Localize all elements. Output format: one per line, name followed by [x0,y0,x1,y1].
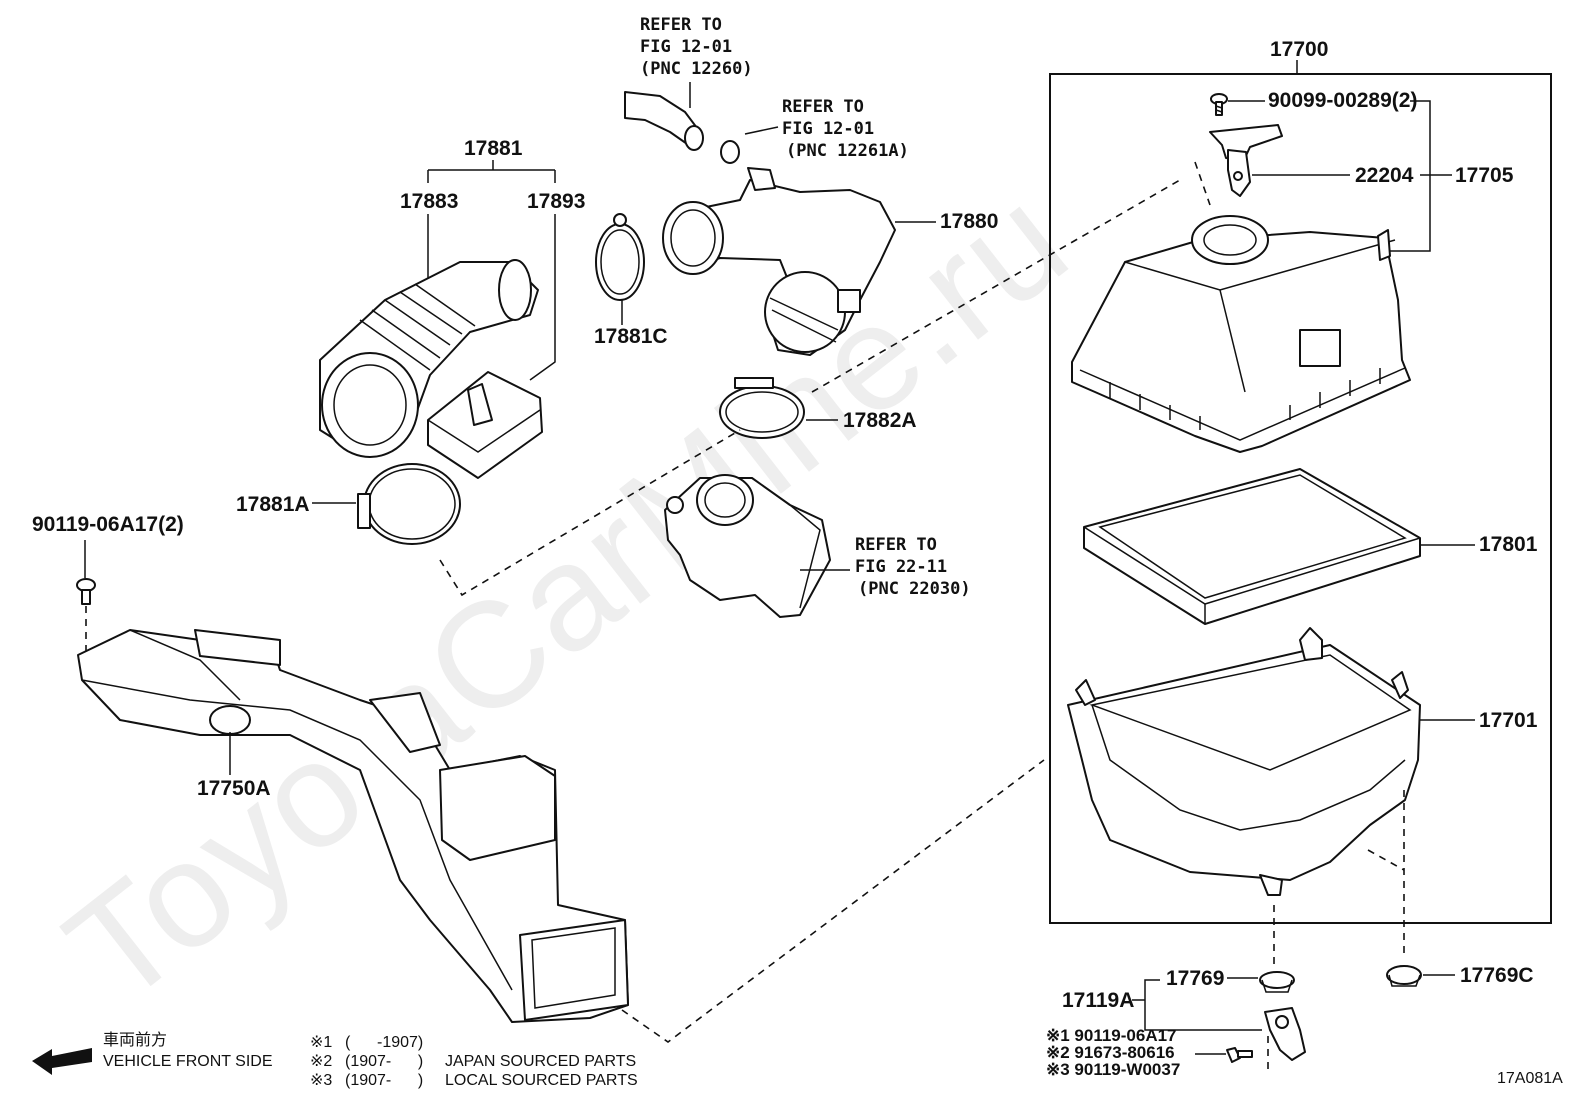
refer-3-line-1: REFER TO [855,535,937,555]
label-17881[interactable]: 17881 [464,137,523,160]
bolt-variant-3[interactable]: ※3 90119-W0037 [1046,1060,1180,1079]
legend-row-2-text: JAPAN SOURCED PARTS [445,1053,636,1070]
dash-cap-to-filter [1194,161,1211,206]
label-22204[interactable]: 22204 [1355,164,1414,187]
legend-row-3-range: (1907- ) [345,1072,423,1089]
refer-1-line-2: FIG 12-01 [640,37,732,57]
vehicle-front-arrow-icon [32,1048,92,1075]
label-17119a[interactable]: 17119A [1062,989,1134,1012]
grommet-c-icon [1386,965,1422,987]
dash-throttle-to-clamp [439,429,741,597]
direction-japanese: 車両前方 [103,1031,167,1049]
refer-2-line-2: FIG 12-01 [782,119,874,139]
air-intake-snorkel-icon [77,629,629,1023]
label-17750a[interactable]: 17750A [197,777,271,800]
label-17893[interactable]: 17893 [527,190,585,213]
air-cleaner-case-icon [1067,627,1421,896]
refer-3-line-2: FIG 22-11 [855,557,947,577]
legend-row-1-mark: ※1 [310,1034,332,1051]
direction-english: VEHICLE FRONT SIDE [103,1053,273,1070]
refer-3-line-3: (PNC 22030) [858,579,971,599]
refer-1-line-1: REFER TO [640,15,722,35]
pcv-hose-icon [624,91,704,151]
label-17882a[interactable]: 17882A [843,409,917,432]
air-cleaner-cap-icon [1071,215,1411,453]
inlet-duct-icon [662,167,896,356]
assembly-frame [1049,73,1552,924]
clamp-a-icon [719,377,805,439]
bolt-icon [76,578,96,605]
resonator-icon [427,371,543,479]
label-17769[interactable]: 17769 [1166,967,1224,990]
label-17880[interactable]: 17880 [940,210,998,233]
refer-2-line-3: (PNC 12261A) [786,141,909,161]
label-17801[interactable]: 17801 [1479,533,1538,556]
refer-2-line-1: REFER TO [782,97,864,117]
throttle-body-icon [664,474,831,618]
intake-hose-icon [319,259,539,458]
label-90119-06a17[interactable]: 90119-06A17(2) [32,513,184,536]
legend-row-3-text: LOCAL SOURCED PARTS [445,1072,638,1089]
small-clip-icon [720,140,740,164]
label-17769c[interactable]: 17769C [1460,964,1534,987]
figure-code: 17A081A [1497,1070,1563,1087]
refer-1-line-3: (PNC 12260) [640,59,753,79]
screw-icon [1210,93,1228,116]
dash-snorkel-to-case [621,759,1045,1043]
label-17700[interactable]: 17700 [1270,38,1328,61]
bolt-variant-2[interactable]: ※2 91673-80616 [1046,1043,1175,1062]
air-flow-sensor-icon [1209,124,1283,197]
bolt-icon [1226,1047,1253,1063]
dash-duct-to-cap [811,179,1181,393]
label-17883[interactable]: 17883 [400,190,458,213]
legend-row-3-mark: ※3 [310,1072,332,1089]
legend-row-1-range: ( -1907) [345,1034,423,1051]
clamp-c-icon [595,213,645,301]
grommet-icon [1259,971,1295,993]
label-17881c[interactable]: 17881C [594,325,668,348]
hose-clamp-icon [357,463,461,545]
legend-row-2-mark: ※2 [310,1053,332,1070]
label-17881a[interactable]: 17881A [236,493,310,516]
bracket-icon [1264,1007,1306,1061]
label-17705[interactable]: 17705 [1455,164,1514,187]
legend-row-2-range: (1907- ) [345,1053,423,1070]
label-17701[interactable]: 17701 [1479,709,1538,732]
label-90099-00289[interactable]: 90099-00289(2) [1268,89,1417,112]
bolt-variant-1[interactable]: ※1 90119-06A17 [1046,1026,1177,1045]
filter-element-icon [1083,468,1421,625]
